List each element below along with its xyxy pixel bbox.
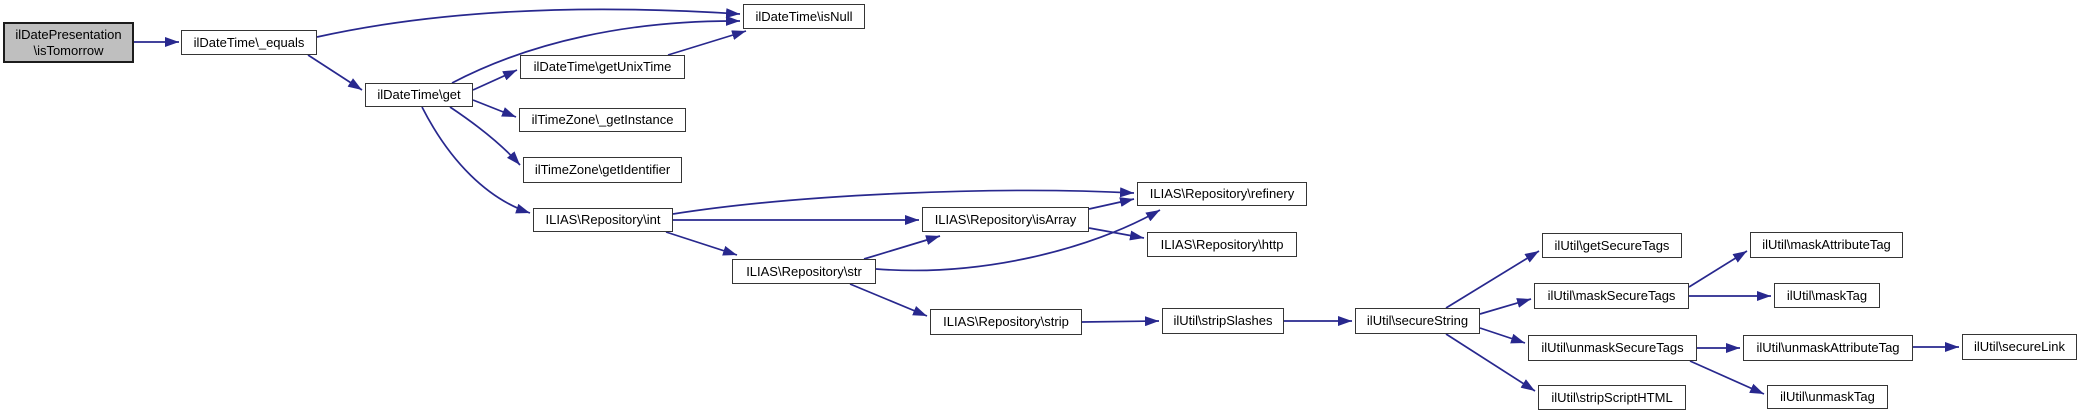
node-ildatepresentation-istomorrow: ilDatePresentation \isTomorrow xyxy=(3,22,134,63)
edge-ilias-repository-int--ilias-repository-str xyxy=(665,231,738,256)
node-label: ilDateTime\get xyxy=(377,87,461,103)
node-label: ilUtil\secureLink xyxy=(1973,339,2066,355)
node-ildatetime-isnull[interactable]: ilDateTime\isNull xyxy=(743,4,865,29)
node-label: ilUtil\maskTag xyxy=(1786,287,1868,303)
edge-ilutil-securestring--ilutil-unmasksecuretags xyxy=(1479,327,1526,344)
edge-ilias-repository-str--ilias-repository-refinery xyxy=(875,209,1161,272)
node-label: ilUtil\unmaskAttributeTag xyxy=(1756,340,1900,356)
node-label: ilDatePresentation \isTomorrow xyxy=(15,27,122,58)
edge-ilias-repository-isarray--ilias-repository-refinery xyxy=(1088,197,1135,210)
node-label: ilUtil\unmaskSecureTags xyxy=(1541,340,1684,356)
edge-ilutil-securestring--ilutil-stripscripthtml xyxy=(1445,333,1536,392)
node-label: ILIAS\Repository\refinery xyxy=(1149,186,1295,202)
node-ilutil-securelink[interactable]: ilUtil\secureLink xyxy=(1962,334,2077,360)
node-ilutil-maskattributetag[interactable]: ilUtil\maskAttributeTag xyxy=(1750,232,1903,258)
node-ilias-repository-str[interactable]: ILIAS\Repository\str xyxy=(732,259,876,284)
node-ilias-repository-refinery[interactable]: ILIAS\Repository\refinery xyxy=(1137,182,1307,206)
node-label: ilUtil\stripScriptHTML xyxy=(1551,389,1673,405)
node-ilias-repository-int[interactable]: ILIAS\Repository\int xyxy=(533,208,673,232)
edge-ilutil-unmasksecuretags--ilutil-unmasktag xyxy=(1689,360,1765,395)
node-ilias-repository-isarray[interactable]: ILIAS\Repository\isArray xyxy=(922,207,1089,232)
edge-ilutil-securestring--ilutil-masksecuretags xyxy=(1479,298,1532,315)
node-label: ilTimeZone\_getInstance xyxy=(531,112,674,128)
node-label: ilUtil\maskSecureTags xyxy=(1547,288,1676,304)
node-label: ILIAS\Repository\isArray xyxy=(934,211,1077,227)
node-label: ilUtil\unmaskTag xyxy=(1780,389,1875,405)
edge-ildatetime-equals--ildatetime-get xyxy=(307,54,363,91)
node-label: ilDateTime\_equals xyxy=(193,34,305,50)
node-ilutil-securestring[interactable]: ilUtil\secureString xyxy=(1355,308,1480,334)
node-ilutil-stripscripthtml[interactable]: ilUtil\stripScriptHTML xyxy=(1538,385,1686,410)
node-ilutil-masktag[interactable]: ilUtil\maskTag xyxy=(1774,283,1880,308)
node-ilutil-unmasktag[interactable]: ilUtil\unmaskTag xyxy=(1767,385,1888,409)
edge-ilutil-masksecuretags--ilutil-maskattributetag xyxy=(1688,250,1748,288)
node-label: ilUtil\getSecureTags xyxy=(1554,237,1670,253)
edge-ildatetime-get--iltimezone-getidentifier xyxy=(449,106,521,166)
edge-ildatetime-getunixtime--ildatetime-isnull xyxy=(667,30,747,56)
node-ildatetime-getunixtime[interactable]: ilDateTime\getUnixTime xyxy=(520,55,685,79)
node-label: ilTimeZone\getIdentifier xyxy=(534,162,671,178)
node-ilutil-unmasksecuretags[interactable]: ilUtil\unmaskSecureTags xyxy=(1528,335,1697,361)
node-label: ilUtil\secureString xyxy=(1366,313,1469,329)
node-iltimezone-getinstance[interactable]: ilTimeZone\_getInstance xyxy=(519,108,686,132)
edge-ildatetime-get--iltimezone-getinstance xyxy=(472,99,517,118)
node-label: ilUtil\stripSlashes xyxy=(1173,313,1273,329)
edge-ildatetime-equals--ildatetime-isnull xyxy=(316,8,741,38)
edge-ildatetime-get--ilias-repository-int xyxy=(421,106,531,214)
edge-ildatetime-get--ildatetime-getunixtime xyxy=(472,69,518,91)
node-label: ilDateTime\isNull xyxy=(755,8,853,24)
node-label: ILIAS\Repository\str xyxy=(746,263,862,279)
node-ildatetime-get[interactable]: ilDateTime\get xyxy=(365,83,473,107)
edge-ilias-repository-str--ilias-repository-strip xyxy=(849,283,928,317)
node-ilutil-getsecuretags[interactable]: ilUtil\getSecureTags xyxy=(1542,233,1682,258)
node-ilias-repository-http[interactable]: ILIAS\Repository\http xyxy=(1147,232,1297,257)
edge-group xyxy=(134,8,1959,395)
edge-ildatetime-get--ildatetime-isnull xyxy=(451,15,741,84)
node-ilutil-masksecuretags[interactable]: ilUtil\maskSecureTags xyxy=(1534,283,1689,309)
node-ilutil-unmaskattributetag[interactable]: ilUtil\unmaskAttributeTag xyxy=(1743,335,1913,361)
node-ilias-repository-strip[interactable]: ILIAS\Repository\strip xyxy=(930,309,1082,335)
node-ilutil-stripslashes[interactable]: ilUtil\stripSlashes xyxy=(1162,308,1284,334)
node-label: ilDateTime\getUnixTime xyxy=(533,59,672,75)
edge-ilias-repository-isarray--ilias-repository-http xyxy=(1088,227,1145,241)
node-label: ILIAS\Repository\strip xyxy=(943,314,1069,330)
node-iltimezone-getidentifier[interactable]: ilTimeZone\getIdentifier xyxy=(523,157,682,183)
node-ildatetime-equals[interactable]: ilDateTime\_equals xyxy=(181,30,317,55)
node-label: ILIAS\Repository\int xyxy=(545,212,661,228)
edge-ilias-repository-int--ilias-repository-refinery xyxy=(672,187,1135,215)
edge-ilias-repository-str--ilias-repository-isarray xyxy=(863,235,941,260)
edge-ilutil-securestring--ilutil-getsecuretags xyxy=(1445,250,1540,309)
edge-ilias-repository-strip--ilutil-stripslashes xyxy=(1081,316,1160,327)
node-label: ILIAS\Repository\http xyxy=(1160,236,1284,252)
node-label: ilUtil\maskAttributeTag xyxy=(1762,237,1891,253)
